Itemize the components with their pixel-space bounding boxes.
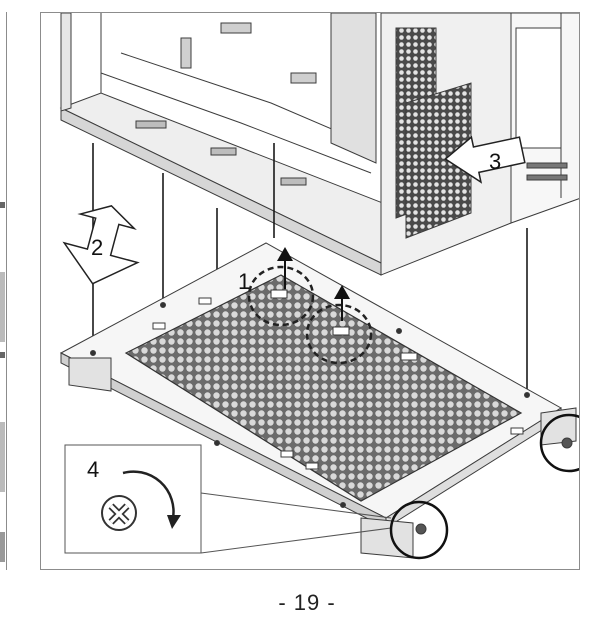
- page-number: - 19 -: [278, 590, 336, 615]
- case-base-illustration: [59, 13, 579, 560]
- step4-inset: [64, 413, 579, 560]
- step1-release-tabs: [247, 247, 373, 365]
- step-2-label: 2: [91, 235, 104, 260]
- adjacent-panel-edge: [0, 12, 7, 570]
- step-4-label: 4: [87, 457, 100, 482]
- step3-arrow: [444, 135, 526, 184]
- case-base-plate: [59, 242, 577, 559]
- adjacent-panel-detail: [0, 202, 5, 562]
- step2-down-arrow: [62, 205, 140, 285]
- illustration-panel: 1 2 3 4: [40, 12, 580, 570]
- step-3-label: 3: [489, 149, 502, 174]
- step-1-label: 1: [238, 269, 251, 294]
- case-chassis: [59, 13, 579, 276]
